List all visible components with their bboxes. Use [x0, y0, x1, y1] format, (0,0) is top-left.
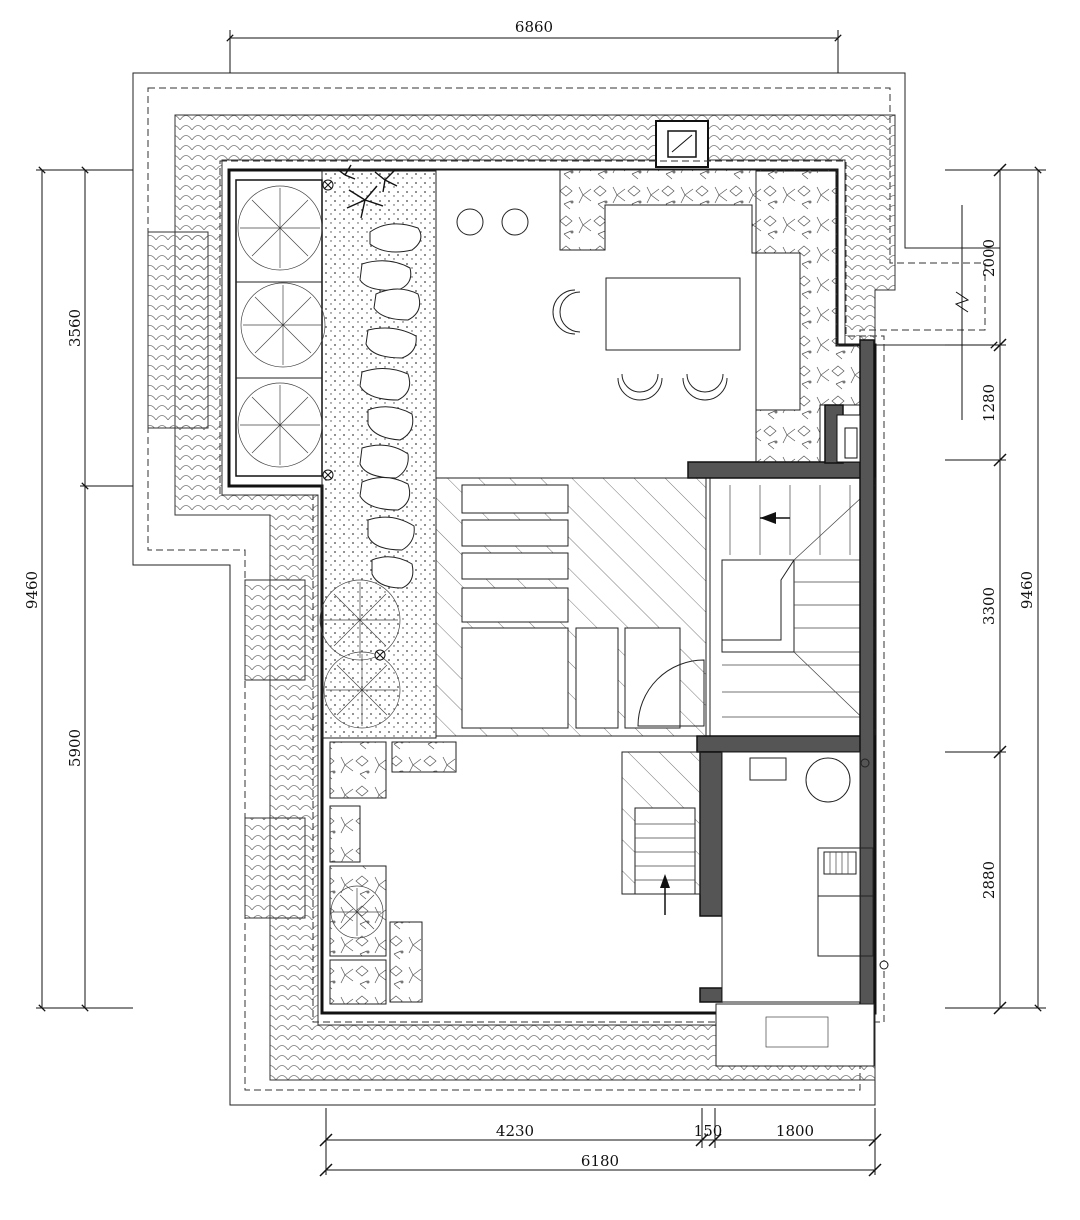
service-room	[836, 414, 861, 463]
dim-bottom: 4230 150 1800 6180	[319, 1108, 882, 1177]
side-dormers	[147, 231, 306, 919]
dim-left: 9460 3560 5900	[23, 166, 133, 1012]
dim-top: 6860	[226, 18, 842, 73]
dim-left-outer-label: 9460	[23, 571, 41, 609]
stair-walls	[687, 339, 876, 1065]
dim-bottom-total-label: 6180	[581, 1152, 619, 1170]
small-room	[721, 751, 889, 1003]
balcony	[715, 1003, 875, 1067]
dim-bottom-1-label: 4230	[496, 1122, 534, 1140]
outdoor-furniture	[456, 208, 741, 401]
loungers	[461, 484, 681, 729]
parapet-dashed	[219, 160, 885, 1023]
chimney	[655, 120, 709, 168]
staircase	[709, 477, 876, 739]
door-swing	[637, 659, 705, 727]
lower-terrace	[621, 751, 701, 915]
left-planter	[235, 164, 401, 729]
planter-upper-right	[559, 169, 861, 463]
lower-planters	[329, 741, 457, 1005]
dim-bottom-3-label: 1800	[776, 1122, 814, 1140]
dim-top-label: 6860	[515, 18, 553, 36]
dim-right-3-label: 3300	[980, 587, 998, 625]
dim-bottom-2-label: 150	[694, 1122, 723, 1140]
dim-right-1-label: 2000	[980, 239, 998, 277]
stepping-stones	[359, 223, 422, 589]
dim-left-upper-label: 3560	[66, 309, 84, 347]
dim-left-lower-label: 5900	[66, 729, 84, 767]
dim-right-2-label: 1280	[980, 384, 998, 422]
lower-tree	[330, 885, 384, 939]
dim-right-outer-label: 9460	[1018, 571, 1036, 609]
dim-right: 9460 2000 1280 3300 2880	[945, 163, 1046, 1015]
dim-right-4-label: 2880	[980, 861, 998, 899]
